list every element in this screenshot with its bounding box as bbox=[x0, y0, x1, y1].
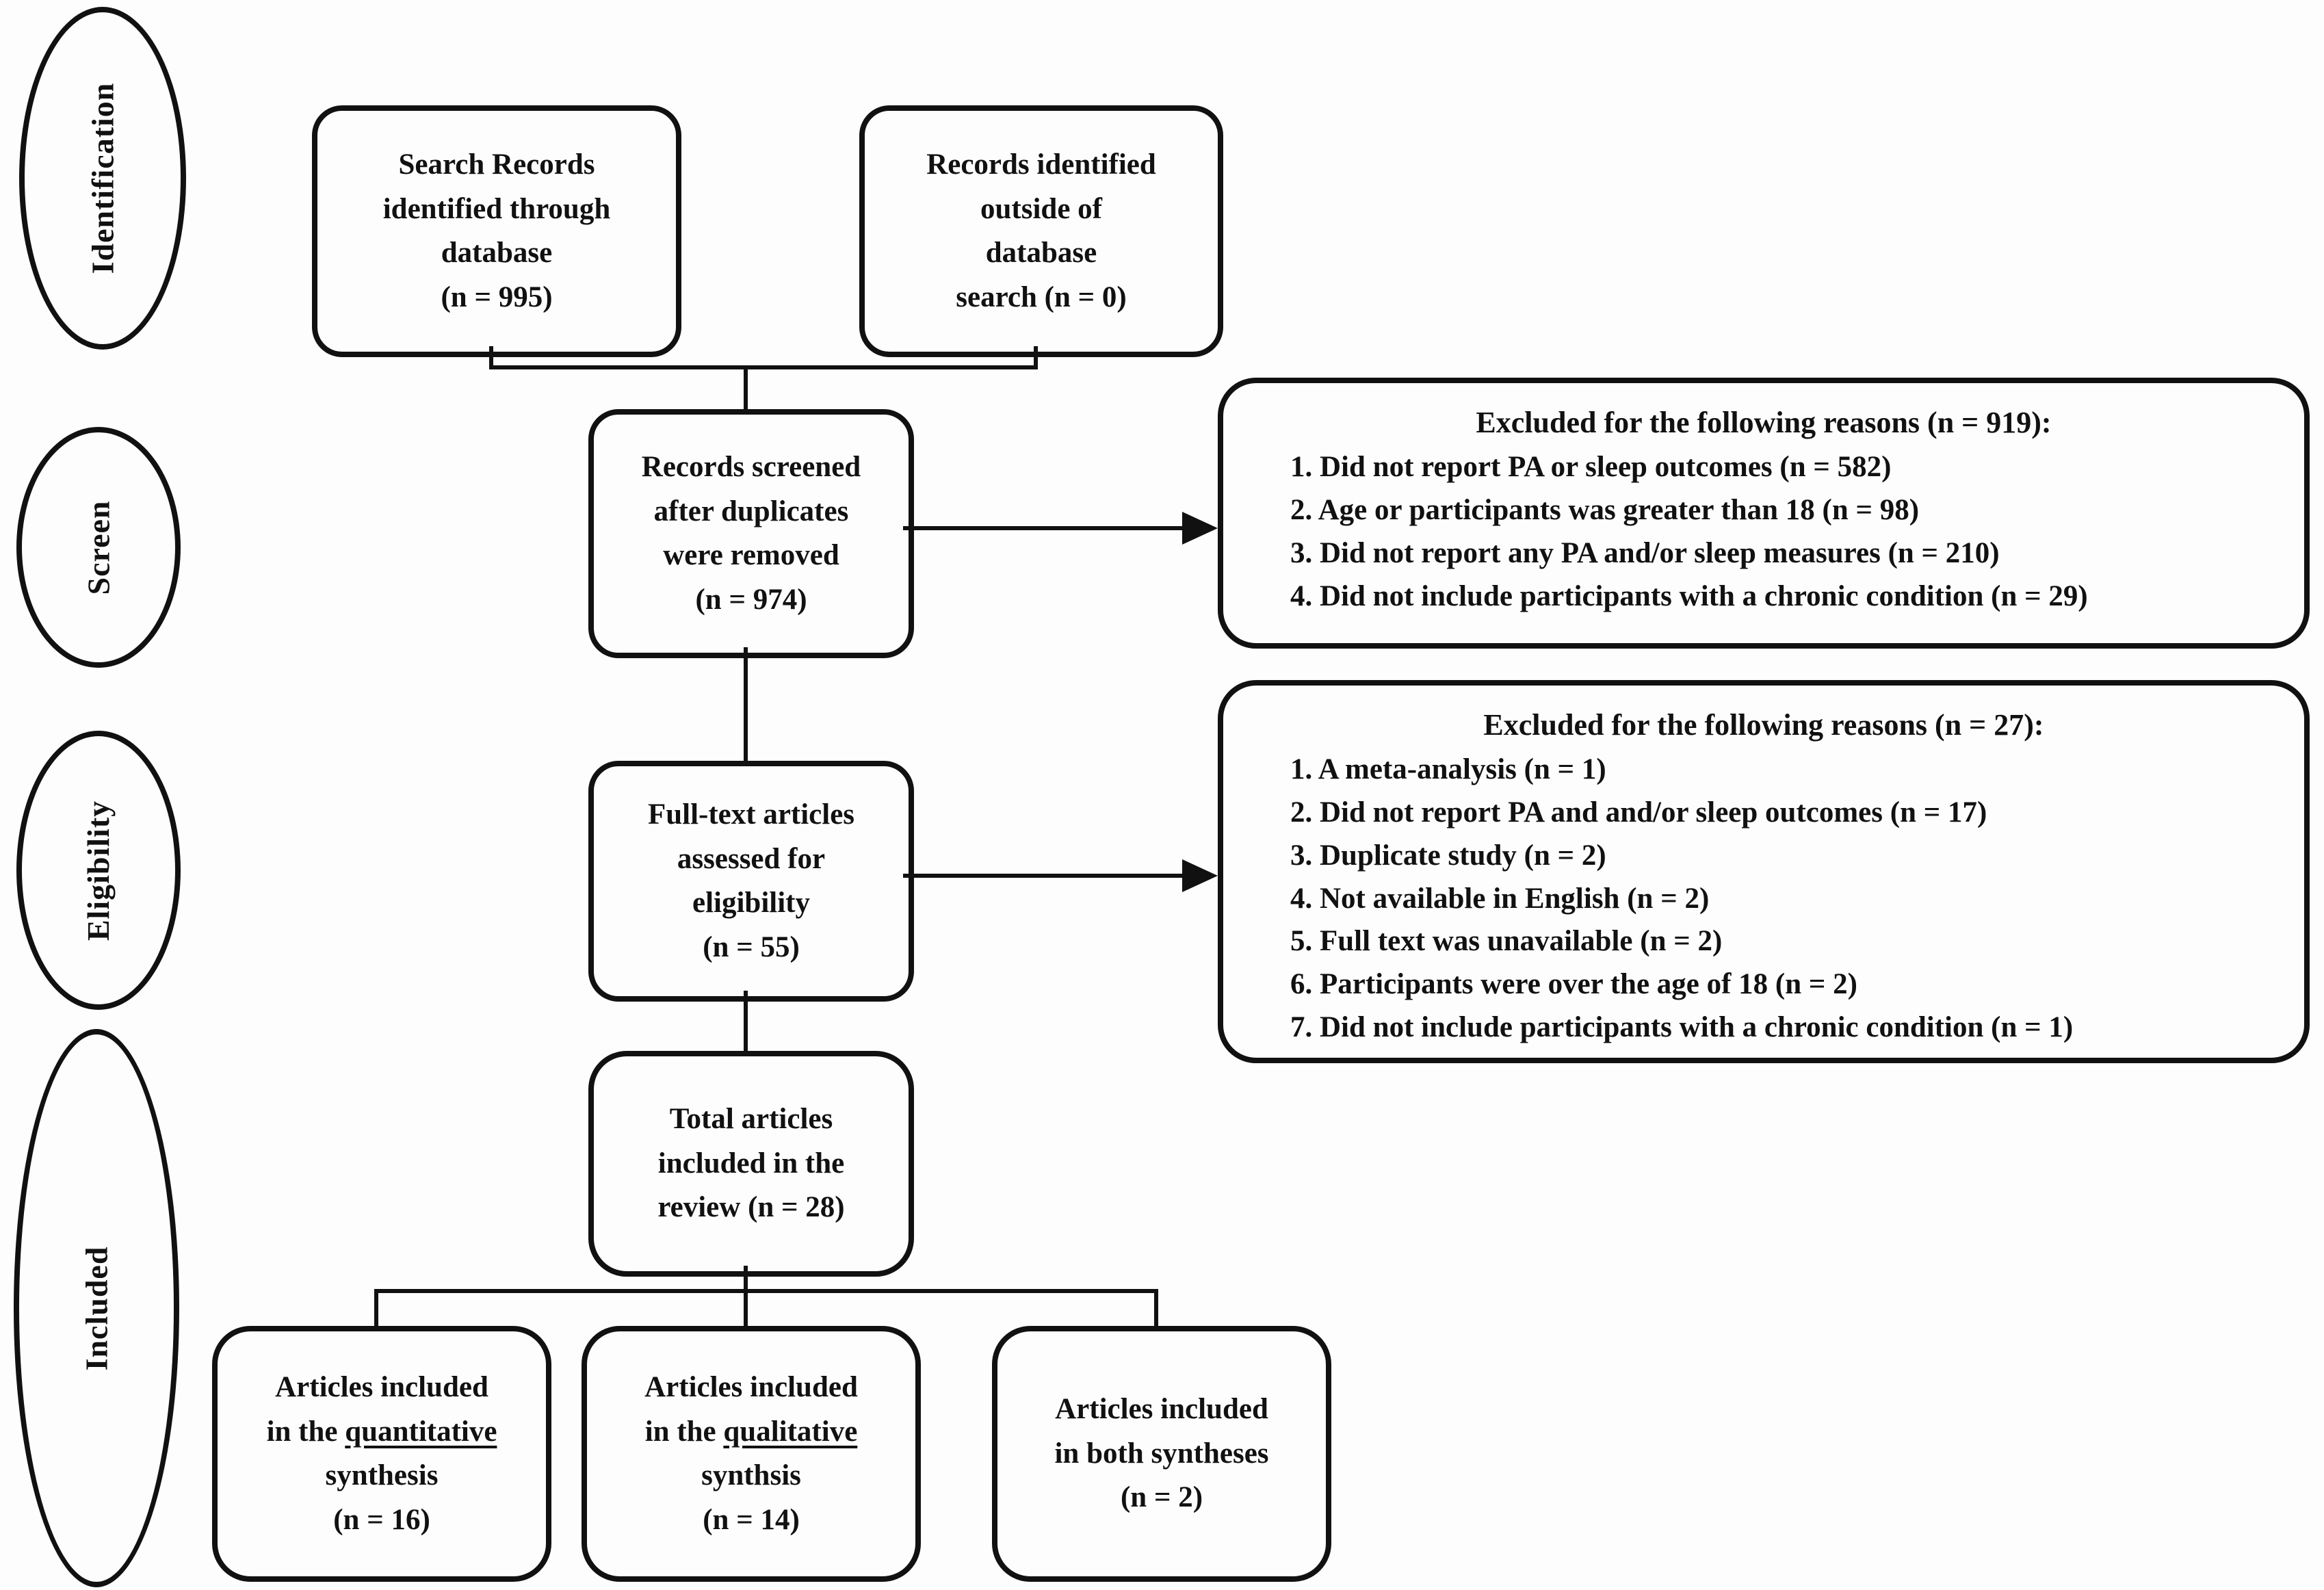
connector-screened-to-fulltext bbox=[744, 647, 748, 761]
exclusion-reason: 3. Duplicate study (n = 2) bbox=[1290, 839, 1606, 872]
connector-bottom-distributor bbox=[374, 1289, 1158, 1293]
exclusion-reason: 6. Participants were over the age of 18 … bbox=[1290, 968, 1857, 1001]
stage-ellipse-included: Included bbox=[14, 1029, 179, 1587]
connector-outside-down bbox=[1034, 346, 1038, 369]
excluded-eligibility-title: Excluded for the following reasons (n = … bbox=[1483, 708, 2044, 742]
excluded-screening-items: 1. Did not report PA or sleep outcomes (… bbox=[1251, 446, 2277, 618]
stage-label-eligibility: Eligibility bbox=[81, 800, 116, 941]
stage-ellipse-identification: Identification bbox=[19, 7, 186, 350]
exclusion-reason: 4. Not available in English (n = 2) bbox=[1290, 882, 1710, 915]
connector-total-down bbox=[744, 1266, 748, 1293]
connector-merge-to-screened bbox=[744, 365, 748, 409]
exclusion-reason: 3. Did not report any PA and/or sleep me… bbox=[1290, 536, 2000, 569]
exclusion-reason: 1. A meta-analysis (n = 1) bbox=[1290, 753, 1606, 786]
connector-drop-qualitative bbox=[744, 1289, 748, 1326]
connector-fulltext-to-total bbox=[744, 991, 748, 1051]
exclusion-reason: 2. Age or participants was greater than … bbox=[1290, 494, 1920, 526]
stage-label-identification: Identification bbox=[85, 82, 120, 274]
exclusion-reason: 7. Did not include participants with a c… bbox=[1290, 1011, 2074, 1043]
stage-label-screen: Screen bbox=[81, 499, 116, 595]
connector-fulltext-to-excluded bbox=[903, 874, 1184, 878]
excluded-eligibility-items: 1. A meta-analysis (n = 1) 2. Did not rep… bbox=[1251, 748, 2277, 1049]
exclusion-reason: 2. Did not report PA and and/or sleep ou… bbox=[1290, 796, 1987, 829]
connector-drop-quantitative bbox=[374, 1289, 378, 1326]
connector-top-merge bbox=[489, 365, 1038, 369]
exclusion-reason: 1. Did not report PA or sleep outcomes (… bbox=[1290, 451, 1892, 484]
exclusion-reason: 4. Did not include participants with a c… bbox=[1290, 579, 2088, 612]
stage-label-included: Included bbox=[79, 1246, 114, 1370]
exclusion-reason: 5. Full text was unavailable (n = 2) bbox=[1290, 925, 1723, 958]
connector-drop-both bbox=[1154, 1289, 1158, 1326]
connector-search-down bbox=[489, 346, 493, 369]
arrowhead-excluded-screening bbox=[1182, 512, 1218, 545]
box-excluded-screening: Excluded for the following reasons (n = … bbox=[1218, 378, 2310, 649]
stage-ellipse-screen: Screen bbox=[16, 427, 181, 668]
stage-ellipse-eligibility: Eligibility bbox=[16, 731, 181, 1010]
arrowhead-excluded-eligibility bbox=[1182, 859, 1218, 892]
connector-screened-to-excluded bbox=[903, 526, 1184, 530]
box-excluded-eligibility: Excluded for the following reasons (n = … bbox=[1218, 680, 2310, 1063]
excluded-screening-title: Excluded for the following reasons (n = … bbox=[1476, 406, 2052, 439]
